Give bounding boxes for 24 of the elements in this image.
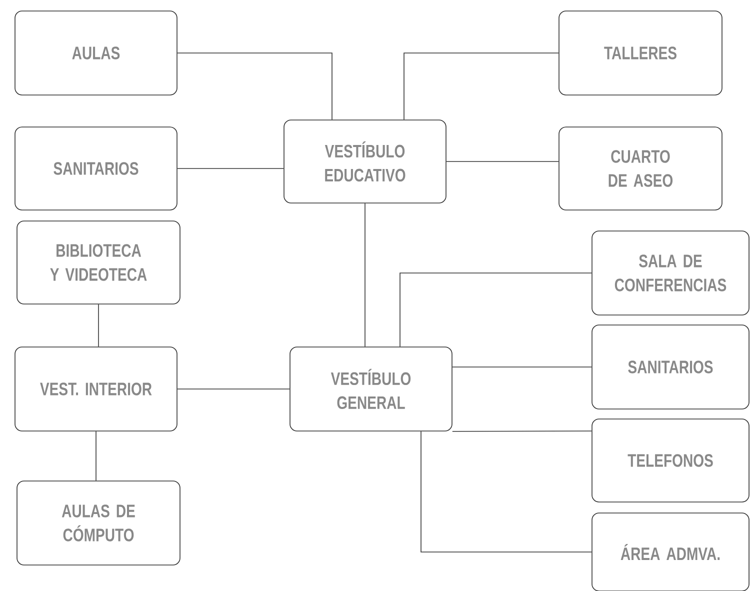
room-box: ÁREA ADMVA. [592,512,750,591]
connector-line [177,52,332,120]
connector-line [364,203,366,347]
room-box: SANITARIOS [592,324,750,410]
connector-line [177,388,290,390]
room-box: TALLERES [558,10,722,96]
connector-line [404,52,559,120]
room-box: SALA DE CONFERENCIAS [592,230,750,316]
connector-line [452,366,592,368]
room-box: AULAS [14,10,178,96]
connector-line [400,272,592,347]
room-box: VESTÍBULO GENERAL [290,346,452,432]
connector-line [452,430,592,432]
room-box: AULAS DE CÓMPUTO [16,480,180,566]
room-box: SANITARIOS [14,126,178,210]
room-box: BIBLIOTECA Y VIDEOTECA [16,220,180,304]
room-box: CUARTO DE ASEO [558,126,722,210]
room-box: VEST. INTERIOR [14,346,178,432]
connector-line [446,161,559,162]
connector-line [420,431,592,552]
room-box: TELEFONOS [592,418,750,502]
connector-line [98,304,99,347]
connector-line [177,168,284,169]
room-box: VESTÍBULO EDUCATIVO [284,120,446,204]
